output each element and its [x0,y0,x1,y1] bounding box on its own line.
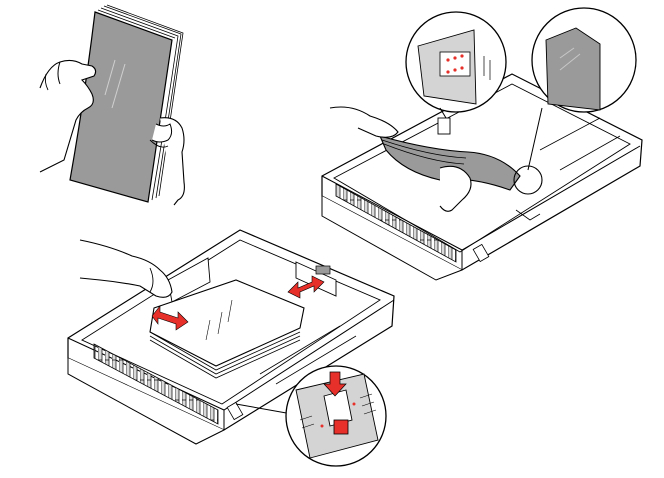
panel-adjust-guides [68,230,394,466]
hand-icon [150,118,184,205]
panel-fan-paper [40,5,184,205]
hand-icon [80,240,172,297]
hand-icon [330,107,398,137]
panel-insert-paper [322,8,642,280]
